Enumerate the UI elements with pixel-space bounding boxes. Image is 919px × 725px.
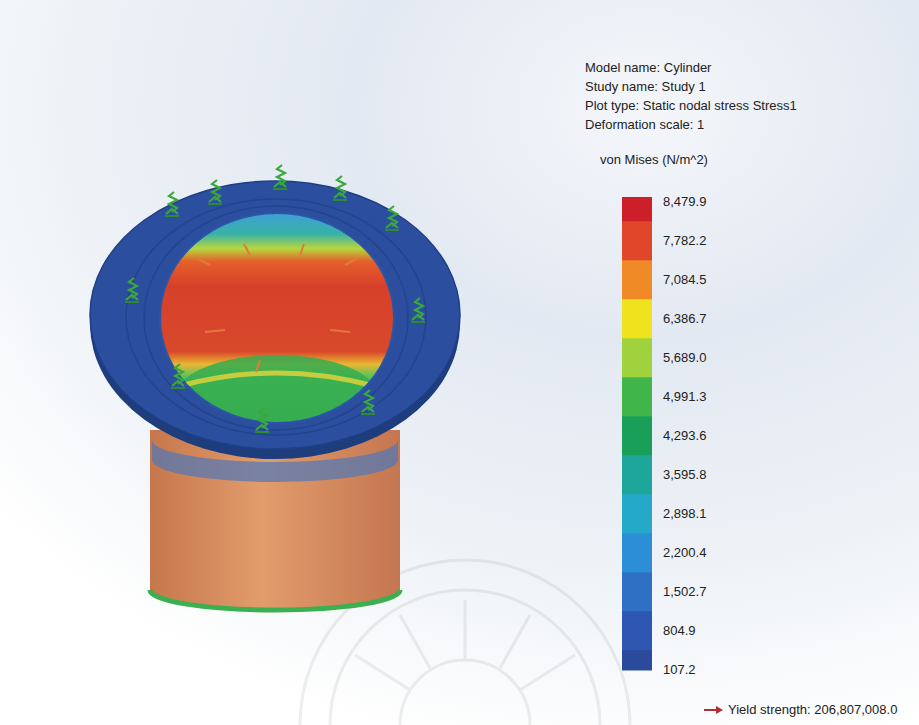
model-info: Plot type: Static nodal stress Stress1 [585,98,797,114]
legend-value: 8,479.9 [663,194,706,210]
color-bar-segment [622,377,652,417]
legend-value: 6,386.7 [663,311,706,327]
color-bar-segment [622,494,652,534]
legend-value: 2,200.4 [663,545,706,561]
flange-ring [126,199,426,435]
color-bar-segment [622,572,652,612]
fixture-symbol [385,206,399,230]
color-bar-segment [622,221,652,261]
pressure-arrow [345,258,358,265]
flange-face [90,181,460,449]
yield-strength: Yield strength: 206,807,008.0 [728,702,897,718]
fixture-symbol [125,278,139,302]
fixture-symbol [208,180,222,204]
color-bar-segment [622,338,652,378]
pressure-arrow [300,244,304,255]
fixture-symbol [361,390,375,414]
pressure-arrow [330,330,350,332]
pressure-arrow [205,330,225,332]
fixture-symbol [255,408,269,432]
bore-transition [180,373,374,386]
cylinder-bottom-edge [150,590,400,610]
fixture-symbol [411,298,425,322]
fixture-symbol [333,176,347,200]
pressure-arrow [196,258,210,265]
legend-value: 7,084.5 [663,272,706,288]
model-info: Deformation scale: 1 [585,117,704,133]
color-bar-segment [622,455,652,495]
fixture-symbol [273,165,287,189]
color-bar-segment [622,611,652,651]
color-bar-segment [622,416,652,456]
color-bar-segment [622,260,652,300]
model-info: Model name: Cylinder [585,60,711,76]
legend-value: 4,293.6 [663,428,706,444]
color-bar-segment [622,533,652,573]
legend-value: 2,898.1 [663,506,706,522]
pressure-arrow [244,244,250,255]
legend-value: 4,991.3 [663,389,706,405]
legend-value: 7,782.2 [663,233,706,249]
legend-title: von Mises (N/m^2) [600,152,708,168]
fixture-symbol [165,192,179,216]
fixture-symbol [171,364,185,388]
bore-edge [160,213,394,423]
color-bar-segment [622,650,652,670]
legend-value: 3,595.8 [663,467,706,483]
color-bar-segment [622,197,652,222]
color-bar-segment [622,299,652,339]
yield-marker [704,706,723,714]
legend-value: 5,689.0 [663,350,706,366]
legend-value: 804.9 [663,623,696,639]
pressure-arrow [256,360,260,372]
legend-value: 107.2 [663,662,696,678]
model-info: Study name: Study 1 [585,79,706,95]
legend-value: 1,502.7 [663,584,706,600]
